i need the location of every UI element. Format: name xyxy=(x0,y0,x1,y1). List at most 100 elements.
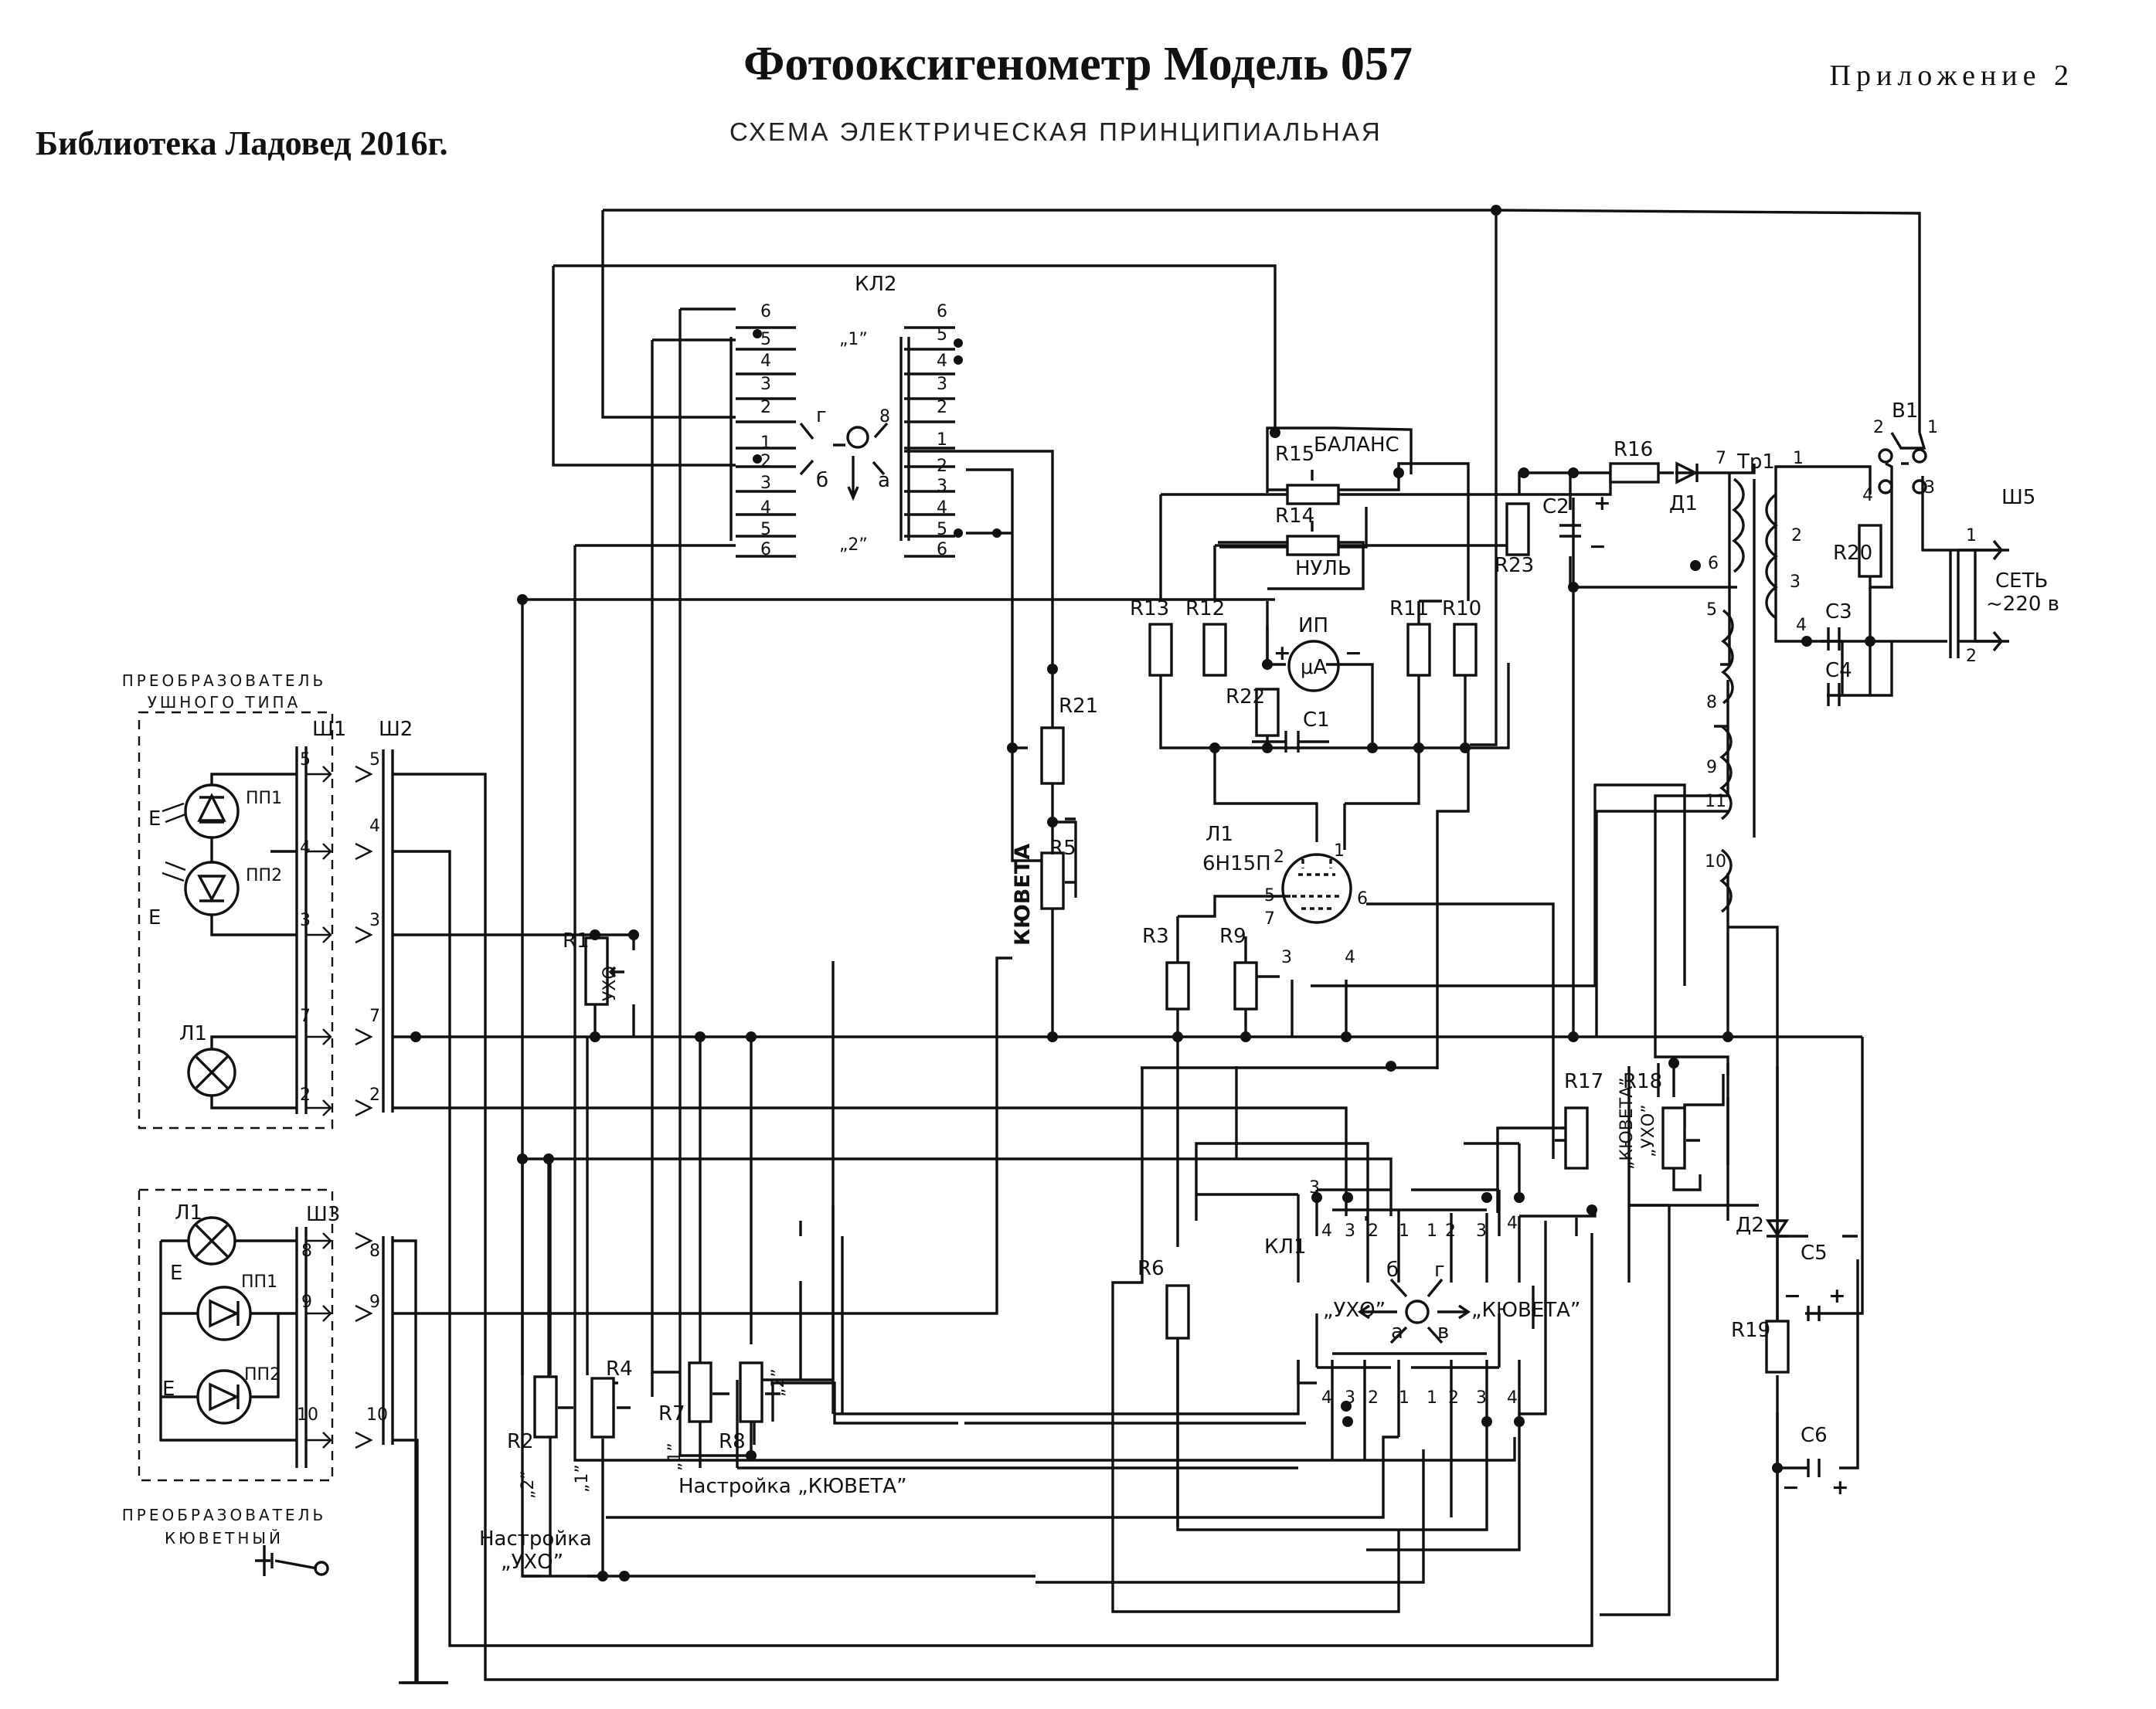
kl1-pin: 1 xyxy=(1427,1388,1437,1408)
resistor-r22 xyxy=(1255,688,1280,737)
b1-pin-3: 3 xyxy=(1924,478,1935,498)
capacitors xyxy=(1252,524,1841,1477)
kl1-pin: 3 xyxy=(1345,1221,1355,1241)
label-r2-pos: „2” xyxy=(519,1470,538,1499)
mains-connector-w5: Ш5 СЕТЬ ~220 в xyxy=(1949,486,2059,658)
pp2-label: ПП2 xyxy=(246,866,282,885)
label-r23: R23 xyxy=(1495,554,1534,577)
cuvette-converter-title: ПРЕОБРАЗОВАТЕЛЬ xyxy=(122,1506,327,1524)
kl1-uho: „УХО” xyxy=(1323,1299,1386,1322)
ground-symbol xyxy=(255,1545,445,1684)
photodiode-pp2-cuvette xyxy=(196,1369,252,1425)
resistor-r11 xyxy=(1406,623,1431,677)
resistor-r14 xyxy=(1286,535,1340,556)
cuvette-converter-block: ПРЕОБРАЗОВАТЕЛЬ КЮВЕТНЫЙ Ш3 Л1 ПП1 ПП2 Е… xyxy=(122,1188,340,1548)
switch-kl2: КЛ2 xyxy=(729,273,955,558)
kl1-pin: 2 xyxy=(1368,1221,1379,1241)
label-r13: R13 xyxy=(1130,597,1169,620)
label-cuvette-vertical: КЮВЕТА xyxy=(1011,844,1035,946)
capacitor-c6 xyxy=(1807,1459,1821,1477)
meter-minus: − xyxy=(1345,641,1362,665)
diode-d2 xyxy=(1765,1219,1790,1238)
pin-w1-2: 2 xyxy=(300,1086,311,1105)
label-c1: C1 xyxy=(1303,708,1330,732)
capacitor-c4 xyxy=(1827,683,1841,706)
connector-w1-label: Ш1 xyxy=(312,718,346,741)
pin-w2-9: 9 xyxy=(369,1293,380,1312)
kl2-pin: 4 xyxy=(760,498,771,518)
pin-w1-7: 7 xyxy=(300,1007,311,1026)
kl2-pin: 6 xyxy=(760,540,771,559)
tr-pin-4: 4 xyxy=(1796,616,1807,635)
capacitor-c2 xyxy=(1559,524,1581,538)
label-r19: R19 xyxy=(1731,1319,1770,1342)
kl1-pin: 2 xyxy=(1448,1388,1459,1408)
kl2-section-v: 8 xyxy=(879,407,890,426)
wiring xyxy=(393,209,2009,1684)
kl1-pin: 2 xyxy=(1368,1388,1379,1408)
diode-d1 xyxy=(1675,461,1699,484)
tr-pin-2: 2 xyxy=(1791,526,1802,545)
kl2-pin: 5 xyxy=(937,325,947,345)
resistor-r8 xyxy=(739,1361,763,1423)
label-r9: R9 xyxy=(1219,925,1246,948)
kl2-pin: 1 xyxy=(760,433,771,453)
label-r14: R14 xyxy=(1275,505,1314,528)
kl2-pin: 4 xyxy=(937,352,947,371)
kl2-pin: 3 xyxy=(760,375,771,394)
resistor-r1 xyxy=(584,936,609,1006)
lamp-l1-ear xyxy=(187,1048,236,1097)
label-tuning-cuvette: Настройка „КЮВЕТА” xyxy=(678,1475,907,1498)
kl2-pin: 2 xyxy=(760,398,771,417)
kl1-pin: 1 xyxy=(1427,1221,1437,1241)
label-r11: R11 xyxy=(1389,597,1429,620)
tube-pin-5: 5 xyxy=(1264,886,1275,905)
ear-converter-subtitle: УШНОГО ТИПА xyxy=(148,693,301,712)
pin-w1-4: 4 xyxy=(300,838,311,858)
appendix-label: Приложение 2 xyxy=(1829,59,2074,92)
label-r4: R4 xyxy=(606,1357,633,1381)
page-title: Фотооксигенометр Модель 057 xyxy=(743,38,1413,90)
ear-converter-title: ПРЕОБРАЗОВАТЕЛЬ xyxy=(122,671,327,690)
pin-w1-5: 5 xyxy=(300,750,311,770)
resistor-r13 xyxy=(1148,623,1173,677)
component-labels: R1 R2 R3 R4 R5 R6 R7 R8 R9 R11 R12 R13 R… xyxy=(479,418,1977,1574)
tube-pin-3: 3 xyxy=(1281,948,1292,967)
kl2-section-g: г xyxy=(816,404,827,427)
kl2-pin: 4 xyxy=(937,498,947,518)
resistor-r17 xyxy=(1564,1106,1589,1170)
lamp-l1-cuvette-label: Л1 xyxy=(175,1201,202,1225)
tube-pin-4: 4 xyxy=(1345,948,1355,967)
b1-pin-2: 2 xyxy=(1873,418,1884,437)
kl2-pin: 4 xyxy=(760,352,771,371)
light-e1-label: Е xyxy=(148,807,161,831)
label-c4: C4 xyxy=(1825,659,1852,682)
kl2-pos2: „2” xyxy=(839,535,868,555)
label-c2: C2 xyxy=(1542,495,1569,518)
label-uho: УХО xyxy=(600,966,620,1001)
transformer-tr1: Тр1 xyxy=(1719,450,1778,913)
tr-pin-5: 5 xyxy=(1706,600,1717,620)
library-label: Библиотека Ладовед 2016г. xyxy=(36,124,448,162)
photodiode-pp2 xyxy=(184,861,240,916)
kl1-pin: 4 xyxy=(1321,1221,1332,1241)
kl2-pin: 3 xyxy=(937,375,947,394)
kl2-pin: 5 xyxy=(760,520,771,539)
label-r3: R3 xyxy=(1142,925,1169,948)
resistor-r7 xyxy=(688,1361,712,1423)
pin-w2-2: 2 xyxy=(369,1086,380,1105)
switch-kl1: КЛ1 „УХО” „КЮВЕТА” б г а в 4 3 2 1 1 2 3… xyxy=(1264,1188,1580,1408)
connector-w2: Ш2 xyxy=(379,718,413,1445)
pin-w2-10: 10 xyxy=(366,1405,388,1425)
resistor-r5 xyxy=(1040,851,1065,910)
light-e2-label: Е xyxy=(148,906,161,929)
resistor-r19 xyxy=(1765,1320,1790,1374)
label-r2: R2 xyxy=(507,1430,534,1453)
kl1-pin: 3 xyxy=(1476,1388,1487,1408)
kl2-section-a: а xyxy=(878,469,890,492)
kl1-pin: 1 xyxy=(1399,1388,1410,1408)
connector-arrows xyxy=(306,765,373,1449)
meter-plus: + xyxy=(1274,641,1291,665)
